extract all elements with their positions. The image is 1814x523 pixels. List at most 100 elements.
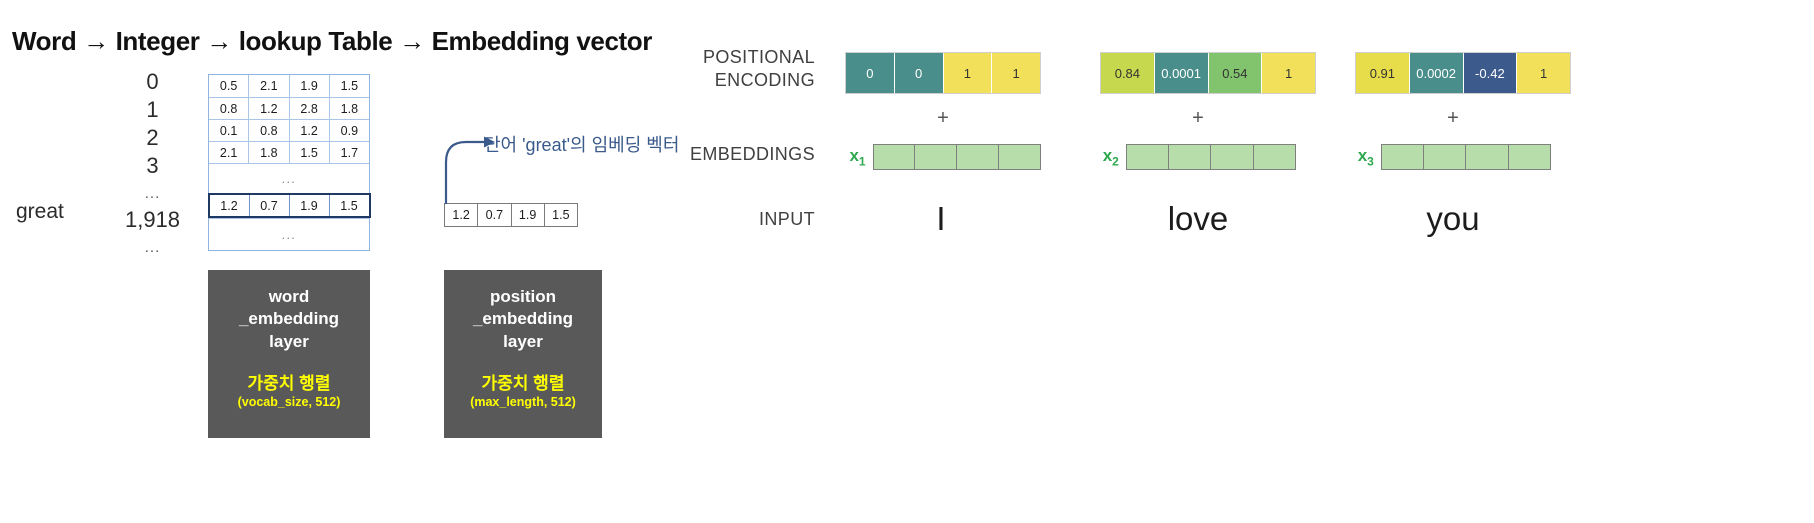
index-ellipsis: ... (144, 184, 161, 202)
table-cell: 0.8 (249, 120, 290, 141)
embedding-vector-output: 1.2 0.7 1.9 1.5 (444, 203, 578, 227)
table-row-ellipsis: ... (209, 163, 369, 193)
embedding-tag-text: x (1102, 145, 1113, 165)
table-cell: 1.8 (340, 101, 359, 116)
vector-cell: 1.2 (445, 204, 479, 226)
embedding-line: x2 (1100, 144, 1296, 170)
positional-encoding-row: 0.91 0.0002 -0.42 1 (1355, 52, 1571, 94)
box-title: word _embedding layer (238, 287, 340, 351)
embedding-vector-callout: 단어 'great'의 임베딩 벡터 (484, 135, 680, 155)
table-ellipsis: ... (281, 171, 297, 186)
row-label-embeddings: EMBEDDINGS (689, 144, 815, 164)
token-group: 0.84 0.0001 0.54 1 + x2 love (1100, 52, 1316, 237)
input-token: love (1167, 200, 1229, 237)
plus-icon: + (1192, 107, 1204, 129)
box-weight-matrix-shape: (max_length, 512) (470, 395, 576, 410)
table-cell: 0.9 (340, 123, 359, 138)
table-row: 0.8 1.2 2.8 1.8 (209, 97, 369, 119)
pe-cell: -0.42 (1463, 53, 1518, 93)
index-ellipsis: ... (144, 238, 161, 256)
index-value: 1 (146, 97, 159, 122)
embedding-row (1380, 144, 1551, 170)
plus-icon: + (1447, 107, 1459, 129)
embedding-line: x3 (1355, 144, 1551, 170)
box-weight-matrix-label: 가중치 행렬 (247, 374, 331, 394)
table-ellipsis: ... (281, 227, 297, 242)
row-label-input: INPUT (759, 209, 815, 229)
box-title: position _embedding layer (472, 287, 574, 351)
input-token: you (1426, 200, 1480, 237)
token-group: 0.91 0.0002 -0.42 1 + x3 you (1355, 52, 1571, 237)
pe-cell: 1 (1517, 53, 1570, 93)
pe-cell: 0.84 (1101, 53, 1155, 93)
index-value: 3 (146, 153, 159, 178)
position-embedding-layer-box: position _embedding layer 가중치 행렬 (max_le… (444, 270, 602, 438)
embedding-tag-text: x (1357, 145, 1368, 165)
embedding-cell (1424, 145, 1467, 169)
row-label-positional-encoding: POSITIONAL ENCODING (702, 47, 815, 90)
box-weight-matrix-shape: (vocab_size, 512) (237, 395, 341, 410)
vector-cell: 0.7 (478, 204, 512, 226)
vector-cell: 1.9 (512, 204, 545, 226)
index-value: 0 (146, 69, 159, 94)
pe-cell: 0.54 (1208, 53, 1263, 93)
table-row: 2.1 1.8 1.5 1.7 (209, 141, 369, 163)
table-row-highlighted: 1.2 0.7 1.9 1.5 (207, 193, 371, 218)
pe-cell: 0 (846, 53, 895, 93)
index-column: 0 1 2 3 ... 1,918 ... (110, 68, 195, 260)
table-cell: 2.1 (209, 142, 250, 163)
input-token: I (936, 200, 946, 237)
embedding-cell (915, 145, 958, 169)
box-weight-matrix-label: 가중치 행렬 (481, 374, 565, 394)
embedding-tag-text: x (849, 145, 859, 165)
table-cell: 0.1 (209, 120, 250, 141)
table-cell: 1.2 (290, 120, 330, 141)
table-row: 0.1 0.8 1.2 0.9 (209, 119, 369, 141)
word-embedding-layer-box: word _embedding layer 가중치 행렬 (vocab_size… (208, 270, 370, 438)
pe-cell: 0.0002 (1409, 53, 1464, 93)
index-value-highlight: 1,918 (124, 207, 181, 232)
table-cell: 1.5 (340, 198, 358, 213)
embedding-cell (957, 145, 1000, 169)
embedding-cell (1254, 145, 1295, 169)
table-cell: 1.2 (210, 195, 250, 216)
table-cell: 0.5 (209, 75, 250, 97)
embedding-tag: x2 (1100, 146, 1119, 168)
table-row-ellipsis: ... (209, 218, 369, 250)
embedding-tag: x3 (1355, 146, 1374, 168)
table-cell: 1.9 (290, 75, 330, 97)
table-cell: 2.8 (290, 98, 330, 119)
index-value: 2 (146, 125, 159, 150)
table-row: 0.5 2.1 1.9 1.5 (209, 75, 369, 97)
vector-cell: 1.5 (552, 208, 570, 222)
pe-cell: 1 (992, 53, 1040, 93)
embedding-tag-sub: 2 (1112, 154, 1119, 169)
table-cell: 0.7 (250, 195, 290, 216)
vocabulary-word-label: great (16, 200, 64, 223)
positional-encoding-row: 0.84 0.0001 0.54 1 (1100, 52, 1316, 94)
embedding-cell (1509, 145, 1550, 169)
embedding-cell (1466, 145, 1509, 169)
embedding-row (872, 144, 1041, 170)
embedding-cell (1127, 145, 1170, 169)
pe-cell: 1 (943, 53, 993, 93)
table-cell: 1.5 (340, 79, 359, 93)
table-cell: 1.9 (290, 195, 330, 216)
embedding-tag: x1 (845, 145, 866, 169)
pe-cell: 0.91 (1356, 53, 1410, 93)
table-cell: 1.5 (290, 142, 330, 163)
pe-cell: 0.0001 (1154, 53, 1209, 93)
embedding-cell (874, 145, 916, 169)
embedding-cell (1382, 145, 1425, 169)
token-group: 0 0 1 1 + x1 I (845, 52, 1041, 235)
table-cell: 0.8 (209, 98, 250, 119)
positional-encoding-row: 0 0 1 1 (845, 52, 1041, 94)
page-title: Word → Integer → lookup Table → Embeddin… (12, 26, 653, 56)
embedding-row (1125, 144, 1296, 170)
embedding-cell (1169, 145, 1212, 169)
table-cell: 2.1 (249, 75, 290, 97)
embedding-tag-sub: 1 (858, 154, 866, 169)
embedding-cell (999, 145, 1040, 169)
pe-cell: 1 (1262, 53, 1315, 93)
